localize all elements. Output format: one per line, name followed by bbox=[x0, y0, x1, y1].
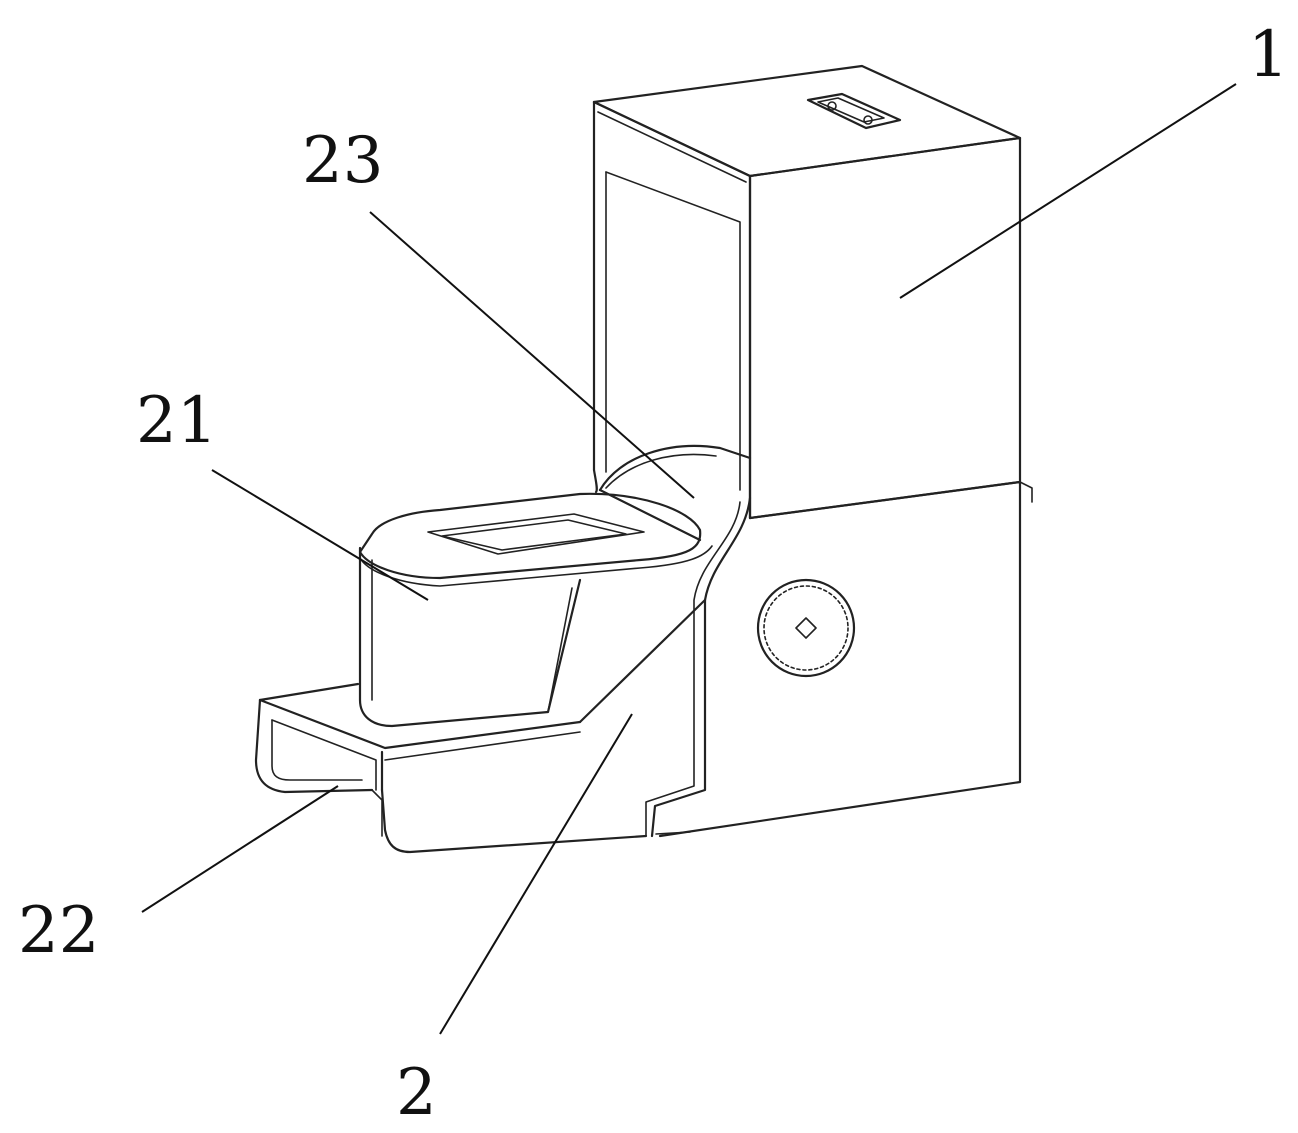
leader-line-2 bbox=[439, 713, 633, 1035]
leader-line-22 bbox=[141, 785, 339, 913]
leader-line-23 bbox=[369, 211, 695, 499]
gear-icon bbox=[756, 578, 856, 678]
toilet-lid bbox=[592, 444, 752, 542]
toilet-base bbox=[258, 480, 1033, 854]
flush-button-icon bbox=[806, 92, 902, 130]
label-part-23: 23 bbox=[302, 124, 383, 198]
water-tank bbox=[592, 64, 1022, 520]
label-part-22: 22 bbox=[18, 894, 99, 968]
leader-line-1 bbox=[899, 83, 1237, 299]
label-part-21: 21 bbox=[136, 384, 217, 458]
toilet-seat bbox=[358, 492, 713, 587]
label-part-2: 2 bbox=[396, 1056, 437, 1130]
foot-pedal bbox=[254, 698, 383, 837]
toilet-bowl bbox=[358, 546, 582, 728]
leader-line-21 bbox=[211, 469, 429, 601]
label-part-1: 1 bbox=[1248, 18, 1289, 92]
